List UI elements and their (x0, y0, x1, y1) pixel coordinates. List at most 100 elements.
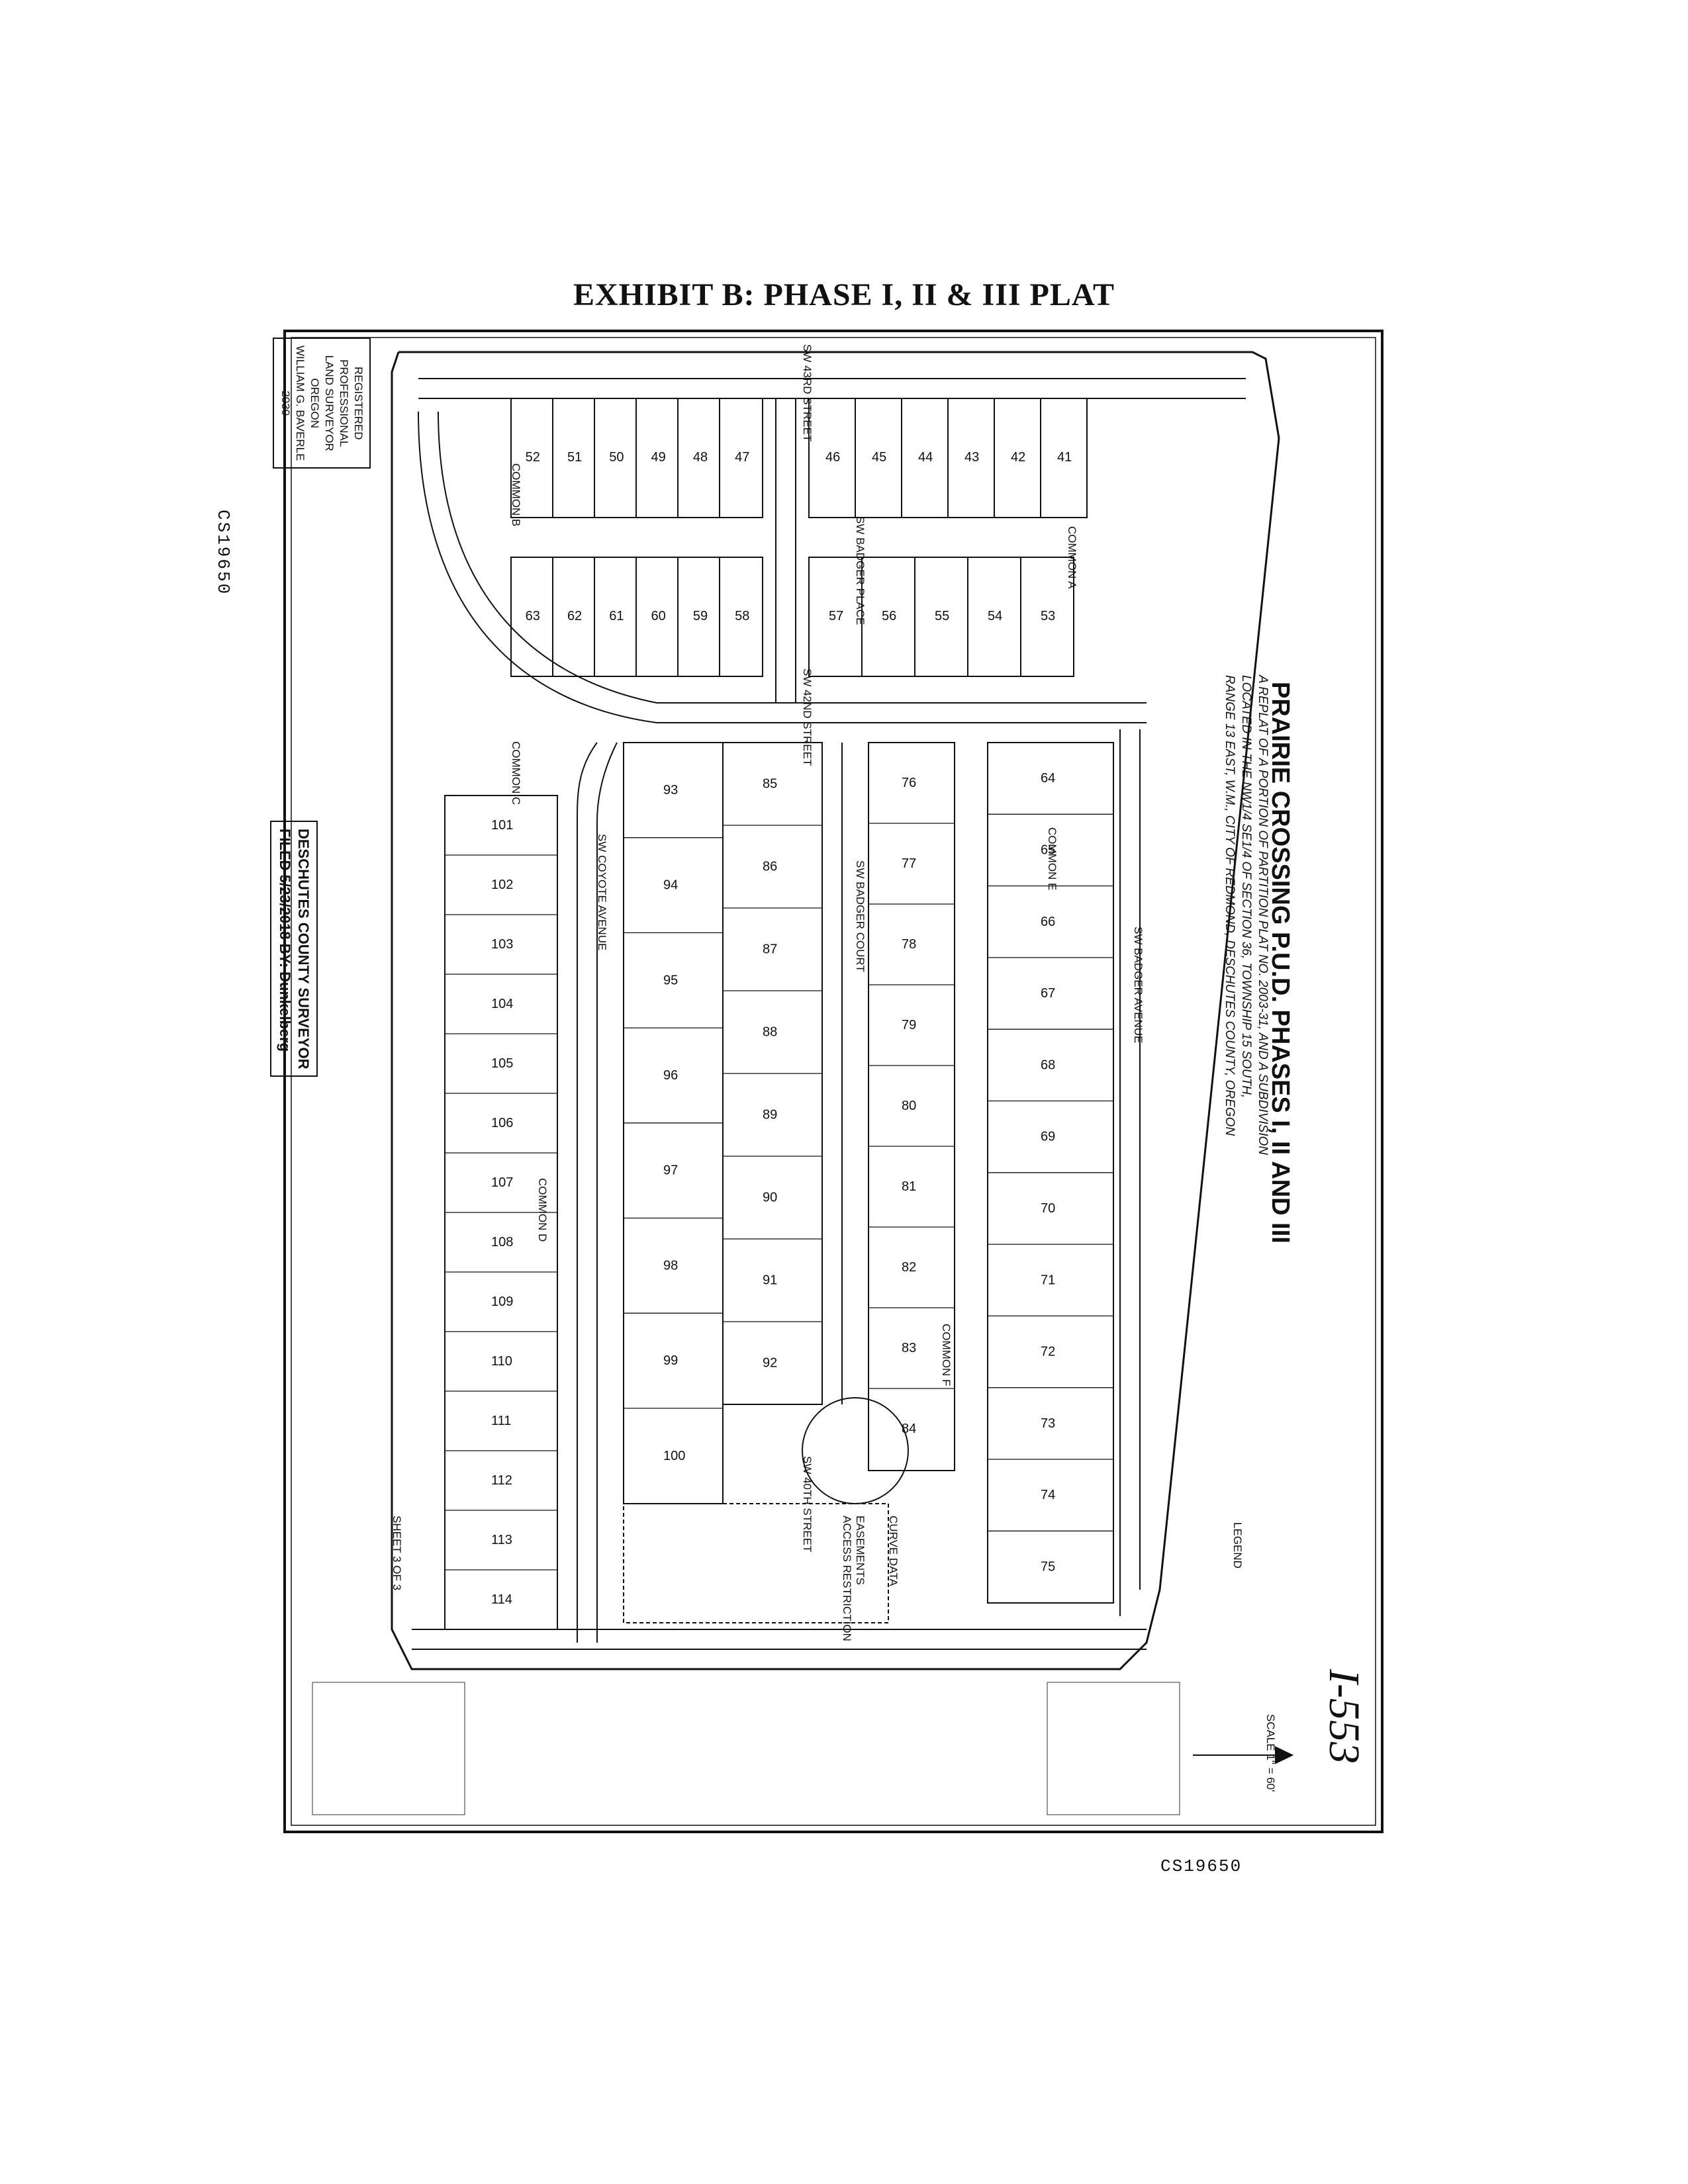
lot-dividers-top-left (552, 398, 720, 518)
lot-number-94: 94 (663, 878, 678, 893)
lot-number-104: 104 (491, 997, 513, 1011)
lot-number-41: 41 (1057, 450, 1072, 465)
lot-number-53: 53 (1041, 609, 1055, 623)
lot-number-108: 108 (491, 1235, 513, 1250)
lot-number-114: 114 (491, 1592, 512, 1607)
lot-number-45: 45 (872, 450, 886, 465)
lot-number-55: 55 (935, 609, 949, 623)
access-title: ACCESS RESTRICTION (841, 1516, 853, 1641)
lot-number-89: 89 (763, 1108, 777, 1122)
lot-number-57: 57 (829, 609, 843, 623)
seal-line-2: PROFESSIONAL (338, 359, 350, 447)
lot-number-101: 101 (491, 818, 513, 833)
easements-title: EASEMENTS (854, 1516, 867, 1585)
lot-number-56: 56 (882, 609, 896, 623)
lot-number-96: 96 (663, 1068, 678, 1083)
street-coyote-avenue: SW COYOTE AVENUE (596, 834, 608, 951)
plat-frame (283, 330, 1383, 1833)
lot-number-87: 87 (763, 942, 777, 957)
lot-number-86: 86 (763, 860, 777, 874)
surveyor-seal: REGISTERED PROFESSIONAL LAND SURVEYOR OR… (273, 338, 371, 469)
plat-subtitle-1: A REPLAT OF A PORTION OF PARTITION PLAT … (1256, 675, 1270, 1155)
lot-number-81: 81 (902, 1179, 916, 1194)
seal-line-4: OREGON (308, 378, 321, 429)
lot-number-74: 74 (1041, 1488, 1055, 1502)
lot-number-103: 103 (491, 937, 513, 952)
seal-line-1: REGISTERED (352, 366, 365, 440)
lot-number-110: 110 (491, 1354, 512, 1369)
lot-number-93: 93 (663, 783, 678, 797)
plat-subtitle-3: RANGE 13 EAST, W.M., CITY OF REDMOND, DE… (1223, 675, 1237, 1136)
lot-number-91: 91 (763, 1273, 777, 1288)
common-e-label: COMMON E (1046, 827, 1058, 891)
lot-number-106: 106 (491, 1116, 513, 1130)
lot-number-92: 92 (763, 1356, 777, 1371)
lot-number-70: 70 (1041, 1201, 1055, 1216)
common-f-area (623, 1503, 889, 1623)
street-badger-avenue: SW BADGER AVENUE (1132, 927, 1145, 1044)
lot-number-109: 109 (491, 1295, 513, 1309)
street-40th: SW 40TH STREET (801, 1456, 814, 1553)
lot-number-63: 63 (526, 609, 540, 623)
lot-number-67: 67 (1041, 986, 1055, 1001)
lot-number-82: 82 (902, 1260, 916, 1275)
lot-number-52: 52 (526, 450, 540, 465)
seal-line-3: LAND SURVEYOR (323, 355, 336, 451)
lot-number-107: 107 (491, 1175, 513, 1190)
lot-number-54: 54 (988, 609, 1002, 623)
exhibit-title: EXHIBIT B: PHASE I, II & III PLAT (573, 277, 1115, 312)
lot-row-lines (445, 813, 1113, 1570)
lot-number-113: 113 (491, 1533, 512, 1547)
lot-number-90: 90 (763, 1191, 777, 1205)
lot-number-50: 50 (609, 450, 624, 465)
legend-title: LEGEND (1231, 1522, 1244, 1569)
lot-number-48: 48 (693, 450, 708, 465)
lot-number-44: 44 (918, 450, 933, 465)
coyote-avenue-curve (438, 411, 657, 704)
lot-number-85: 85 (763, 777, 777, 792)
lot-number-78: 78 (902, 937, 916, 952)
curve-data-title: CURVE DATA (887, 1516, 900, 1586)
lot-number-99: 99 (663, 1353, 678, 1368)
common-b-label: COMMON B (510, 463, 522, 527)
bottom-document-code: CS19650 (1160, 1856, 1243, 1876)
lot-number-71: 71 (1041, 1273, 1055, 1287)
plat-inner-border (291, 337, 1376, 1826)
lot-number-46: 46 (825, 450, 840, 465)
lot-number-79: 79 (902, 1018, 916, 1032)
curve-data-table (312, 1682, 465, 1815)
lot-dividers-top-right (855, 398, 1041, 518)
scale-label: SCALE 1" = 60' (1264, 1714, 1277, 1792)
stamp-line-2: FILED 5/23/2018 BY: Dunkelberg (277, 829, 293, 1052)
seal-line-6: 2030 (279, 390, 292, 416)
subdivision-boundary (391, 351, 1280, 1670)
lot-number-61: 61 (609, 609, 624, 623)
street-badger-place: SW BADGER PLACE (854, 516, 867, 625)
lot-number-83: 83 (902, 1341, 916, 1355)
lot-number-69: 69 (1041, 1130, 1055, 1144)
lot-number-100: 100 (663, 1449, 685, 1463)
north-arrow (1193, 1746, 1294, 1764)
lot-block-mid-right (808, 557, 1074, 677)
lot-number-76: 76 (902, 776, 916, 790)
lot-number-59: 59 (693, 609, 708, 623)
legend-block (1047, 1682, 1180, 1815)
lot-number-102: 102 (491, 878, 513, 892)
street-badger-court: SW BADGER COURT (854, 860, 867, 972)
street-43rd: SW 43RD STREET (801, 344, 814, 442)
lot-number-64: 64 (1041, 771, 1055, 786)
lot-number-95: 95 (663, 973, 678, 987)
common-f-label: COMMON F (940, 1324, 953, 1387)
stamp-line-1: DESCHUTES COUNTY SURVEYOR (295, 829, 312, 1069)
lot-number-80: 80 (902, 1099, 916, 1113)
lot-number-60: 60 (651, 609, 666, 623)
lot-number-62: 62 (567, 609, 582, 623)
lot-number-84: 84 (902, 1422, 916, 1436)
lot-number-47: 47 (735, 450, 749, 465)
lot-number-98: 98 (663, 1258, 678, 1273)
lot-number-66: 66 (1041, 915, 1055, 929)
lot-number-73: 73 (1041, 1416, 1055, 1431)
county-surveyor-stamp: DESCHUTES COUNTY SURVEYOR FILED 5/23/201… (270, 821, 318, 1077)
lot-number-51: 51 (567, 450, 582, 465)
